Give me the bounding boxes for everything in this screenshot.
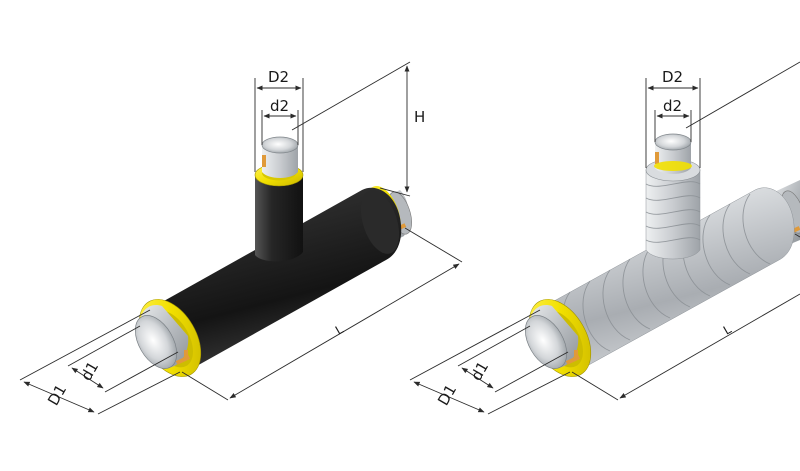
left-label-d1: d1 [77,358,102,384]
right-tee [524,133,800,377]
right-branch [645,133,701,260]
right-label-L: L [721,322,734,338]
right-main-front-end [524,299,592,377]
left-label-D1: D1 [44,381,70,408]
right-label-d1: d1 [467,358,492,384]
left-main-front-end [134,299,202,377]
right-label-d2: d2 [663,97,682,115]
right-main-jacket [544,187,795,373]
left-branch [254,136,304,262]
left-label-H: H [414,108,425,126]
left-label-D2: D2 [268,68,289,86]
left-label-d2: d2 [270,97,289,115]
right-label-D1: D1 [434,381,460,408]
left-tee [134,136,412,377]
right-label-D2: D2 [662,68,683,86]
left-label-L: L [333,322,346,338]
